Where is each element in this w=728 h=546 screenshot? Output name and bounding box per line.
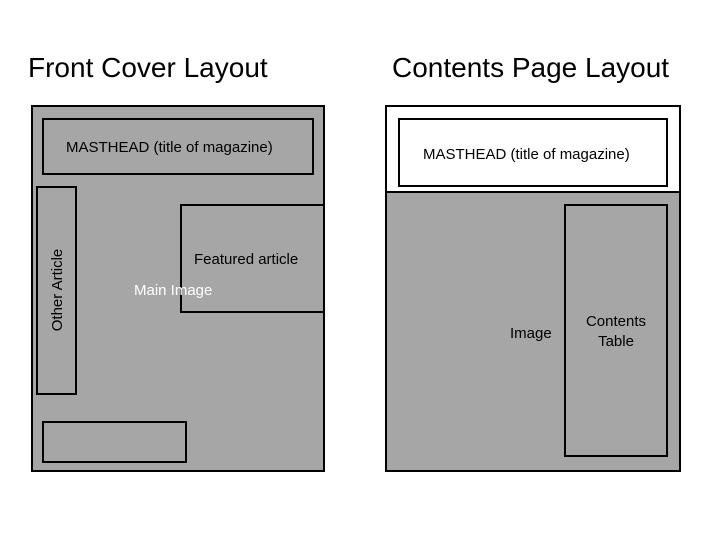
front-cover-masthead-box [42, 118, 314, 175]
featured-article-label: Featured article [194, 251, 299, 268]
featured-article-box [180, 204, 325, 313]
contents-table-label-line1: Contents [585, 313, 647, 330]
contents-page-title: Contents Page Layout [392, 52, 670, 83]
main-image-label: Main Image [134, 282, 213, 299]
other-article-box [36, 186, 77, 395]
front-cover-bottom-box [42, 421, 187, 463]
contents-image-label: Image [510, 325, 552, 342]
contents-page-masthead-label: MASTHEAD (title of magazine) [423, 146, 630, 163]
contents-page-masthead-box [398, 118, 668, 187]
other-article-label: Other Article [49, 248, 66, 332]
contents-table-label-line2: Table [598, 333, 634, 350]
contents-table-box [564, 204, 668, 457]
front-cover-masthead-label: MASTHEAD (title of magazine) [66, 139, 273, 156]
front-cover-title: Front Cover Layout [28, 52, 268, 83]
